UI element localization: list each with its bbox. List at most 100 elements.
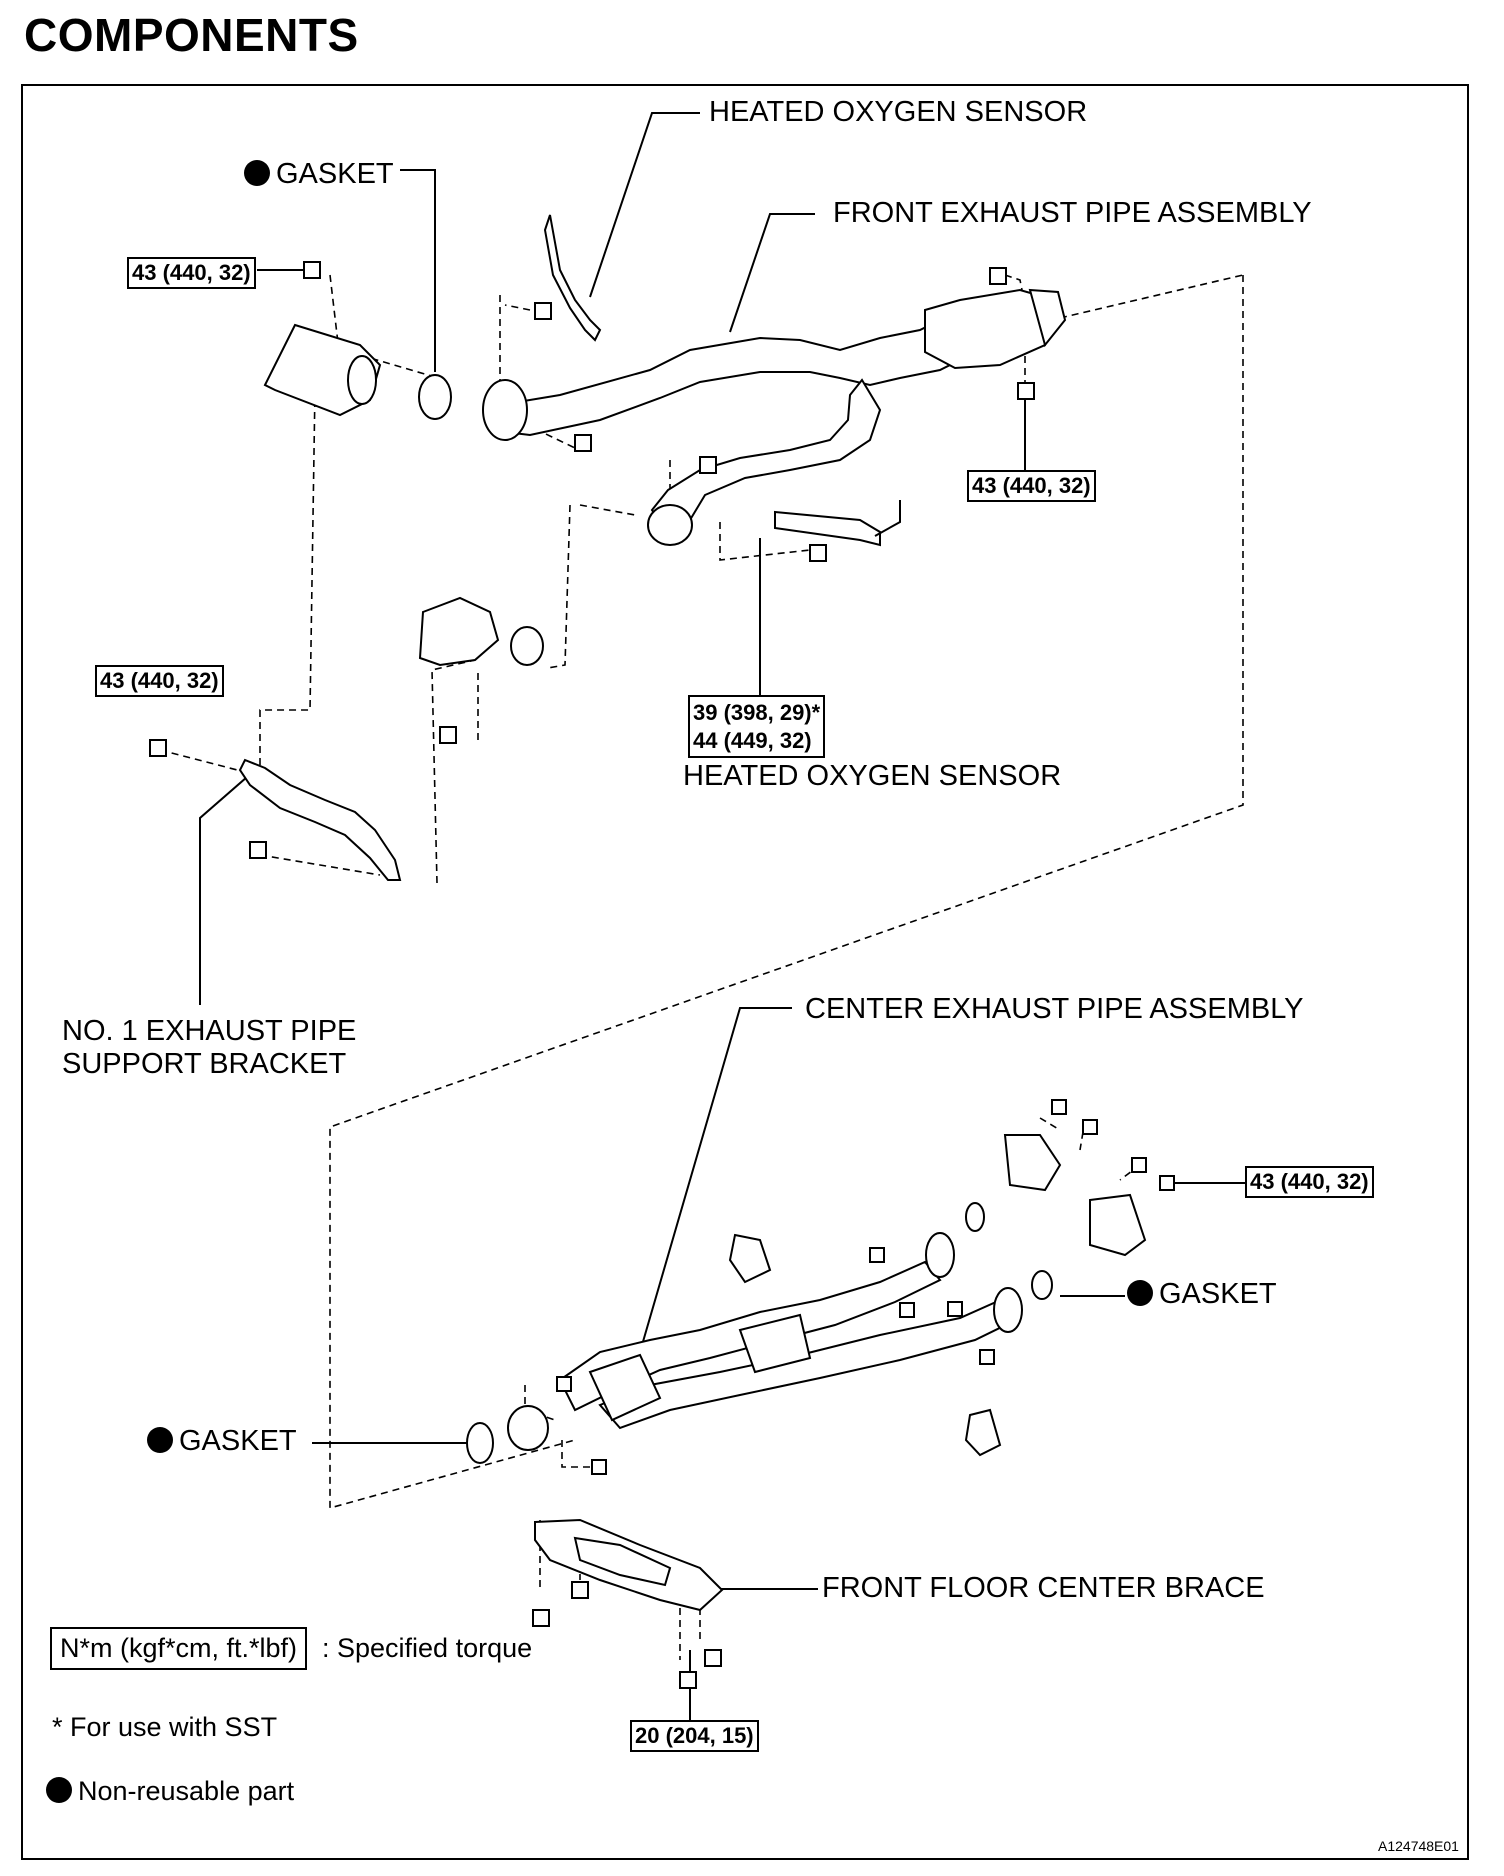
label-heated-oxygen-sensor-mid: HEATED OXYGEN SENSOR (683, 760, 1062, 792)
legend-torque-desc: : Specified torque (322, 1633, 533, 1663)
dashed-center-1 (1039, 1117, 1061, 1131)
nut-center-right (1159, 1175, 1175, 1191)
nut-top-left (303, 261, 321, 279)
bolt-sensor-mid (809, 544, 827, 562)
nut-bracket-left (149, 739, 167, 757)
dashed-bolt-4 (504, 304, 531, 311)
center-gasket-right (1031, 1270, 1053, 1300)
nut-cat-top (989, 267, 1007, 285)
torque-sensor-line2: 44 (449, 32) (693, 727, 812, 753)
label-gasket-right-text: GASKET (1159, 1278, 1277, 1310)
bolt-front-2 (574, 434, 592, 452)
bolt-center-3 (1131, 1157, 1147, 1173)
bolt-center-2 (1082, 1119, 1098, 1135)
bolt-center-1 (1051, 1099, 1067, 1115)
label-center-exhaust-pipe: CENTER EXHAUST PIPE ASSEMBLY (805, 993, 1304, 1025)
legend-torque-unit: N*m (kgf*cm, ft.*lbf) (50, 1627, 308, 1670)
center-inlet-flange (507, 1405, 549, 1451)
dashed-bolt-3 (499, 295, 576, 449)
dashed-bolt-1 (329, 274, 341, 361)
hanger-left (728, 1233, 772, 1284)
gasket-top-ring (418, 374, 452, 420)
bolt-center-7 (979, 1349, 995, 1365)
dashed-bracket-3 (259, 854, 381, 876)
oxygen-sensor-mid-body (774, 510, 881, 547)
muffler-mount-right (1089, 1193, 1147, 1257)
dashed-bracket-1 (259, 387, 316, 768)
center-flange-upper (925, 1232, 955, 1278)
non-reusable-dot-icon (46, 1777, 72, 1803)
torque-sensor-line1: 39 (398, 29)* (693, 700, 821, 725)
bolt-center-5 (899, 1302, 915, 1318)
leader-center-pipe (639, 1007, 792, 1353)
label-support-bracket-line2: SUPPORT BRACKET (62, 1048, 347, 1081)
leader-support-bracket (199, 769, 256, 1005)
leader-front-pipe (729, 213, 815, 333)
label-gasket-top: GASKET (244, 158, 394, 191)
bolt-center-6 (947, 1301, 963, 1317)
muffler-mount-upper (1003, 1134, 1062, 1192)
legend-sst-note: * For use with SST (52, 1712, 278, 1742)
bolt-center-9 (591, 1459, 607, 1475)
center-muffler-left (588, 1353, 662, 1422)
torque-brace: 20 (204, 15) (630, 1720, 759, 1753)
dashed-bracket-2 (159, 749, 246, 773)
cat-outlet-flange (1028, 288, 1067, 348)
brace-bolt-3 (704, 1649, 722, 1667)
figure-reference: A124748E01 (1378, 1838, 1459, 1854)
torque-bracket: 43 (440, 32) (95, 665, 224, 698)
non-reusable-dot-icon (147, 1427, 173, 1453)
dashed-envelope (329, 275, 1244, 1510)
nut-bracket-mid (439, 726, 457, 744)
torque-center-right: 43 (440, 32) (1245, 1166, 1374, 1199)
leader-oxygen-sensor-top (589, 112, 700, 298)
manifold-flange (347, 355, 377, 405)
torque-right-cat: 43 (440, 32) (967, 470, 1096, 503)
bolt-center-8 (556, 1376, 572, 1392)
center-flange-right (993, 1287, 1023, 1333)
center-gasket-left (466, 1422, 494, 1464)
legend-non-reusable: Non-reusable part (46, 1776, 294, 1807)
label-front-floor-brace: FRONT FLOOR CENTER BRACE (822, 1572, 1265, 1604)
dashed-cat-to-envelope (1059, 274, 1244, 319)
dashed-rear-1 (719, 522, 811, 561)
dashed-bracket-4 (431, 659, 476, 884)
brace-bolt-2 (571, 1581, 589, 1599)
support-bracket (238, 758, 402, 881)
dashed-center-5 (561, 1440, 595, 1468)
oxygen-sensor-mid-wire (874, 500, 901, 537)
torque-sensor: 39 (398, 29)* 44 (449, 32) (688, 695, 826, 758)
label-heated-oxygen-sensor-top: HEATED OXYGEN SENSOR (709, 96, 1088, 128)
torque-top-left: 43 (440, 32) (127, 257, 256, 290)
dashed-sensor-mid-1 (547, 504, 571, 669)
label-front-exhaust-pipe: FRONT EXHAUST PIPE ASSEMBLY (833, 197, 1312, 229)
brace-bolt-4 (679, 1671, 697, 1689)
nut-bracket-low (249, 841, 267, 859)
label-support-bracket: NO. 1 EXHAUST PIPE SUPPORT BRACKET (62, 1015, 356, 1082)
bolt-center-4 (869, 1247, 885, 1263)
diagram-frame (21, 84, 1469, 1860)
center-muffler-right (738, 1313, 812, 1374)
legend-non-reusable-text: Non-reusable part (78, 1776, 295, 1806)
front-pipe-branch (650, 378, 882, 532)
label-support-bracket-line1: NO. 1 EXHAUST PIPE (62, 1015, 357, 1047)
page-title: COMPONENTS (24, 9, 359, 61)
label-gasket-top-text: GASKET (276, 158, 394, 190)
nut-cat-bottom (1017, 382, 1035, 400)
dashed-sensor-mid-2 (579, 504, 636, 516)
rear-pipe-inlet (418, 596, 500, 667)
non-reusable-dot-icon (1127, 1280, 1153, 1306)
label-gasket-left-text: GASKET (179, 1425, 297, 1457)
label-gasket-right: GASKET (1127, 1278, 1277, 1311)
brace-bolt-1 (532, 1609, 550, 1627)
rear-pipe-gasket (510, 626, 544, 666)
oxygen-sensor-top-body (543, 214, 602, 342)
leader-gasket-top (400, 169, 436, 372)
hanger-right (964, 1408, 1002, 1457)
bolt-front-3 (699, 456, 717, 474)
branch-flange (647, 504, 693, 546)
non-reusable-dot-icon (244, 160, 270, 186)
front-flange (482, 379, 528, 441)
bolt-front-1 (534, 302, 552, 320)
